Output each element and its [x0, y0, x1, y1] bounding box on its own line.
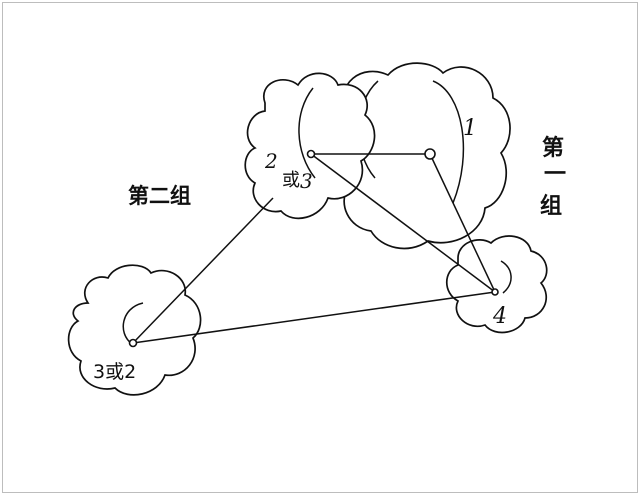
edge-1-4: [429, 153, 496, 293]
cloud-node-3: [67, 264, 202, 396]
node-2-alt-num: 3: [300, 169, 313, 193]
node-3-point: [128, 338, 138, 348]
node-4-point: [491, 288, 499, 296]
node-2-label: 2: [264, 149, 278, 173]
group-second-label: 第二组: [128, 184, 191, 208]
edge-2-4: [310, 153, 496, 293]
node-3-label: 3或2: [93, 361, 136, 383]
cloud-node-2: [244, 72, 376, 220]
node-1-label: 1: [463, 116, 477, 141]
group-first-label-mid: 一: [544, 162, 566, 187]
node-1-point: [424, 148, 436, 160]
group-first-label-bottom: 组: [540, 193, 562, 219]
node-4-label: 4: [492, 304, 507, 329]
cloud-node-4: [445, 235, 548, 334]
edge-3-4: [132, 291, 496, 344]
node-2-alt-char: 或: [282, 170, 300, 191]
cloud-diagram: 1 2 或 3 3或2 4 第二组 第 一 组: [67, 62, 566, 396]
node-2-point: [306, 149, 316, 159]
group-first-label-top: 第: [542, 135, 564, 161]
edge-3-2: [132, 197, 274, 344]
